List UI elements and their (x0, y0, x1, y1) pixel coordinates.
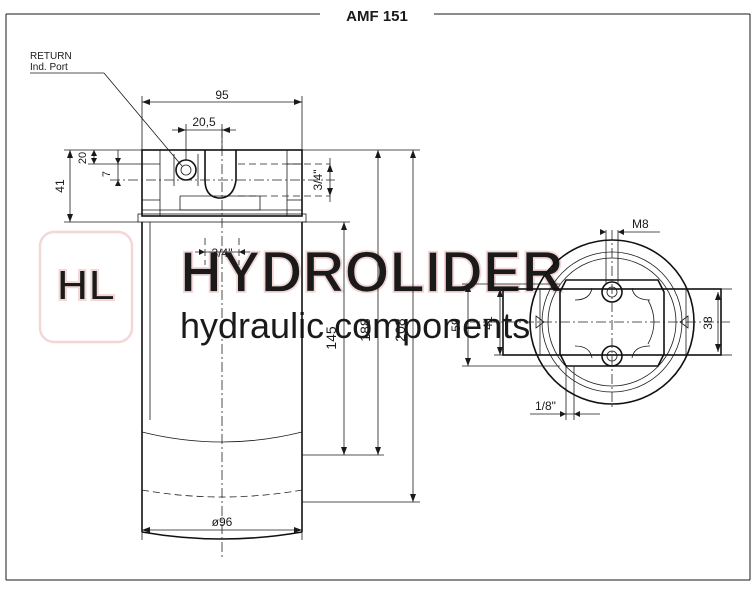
dim-top-view-heights: 59 41 38 (449, 283, 732, 367)
svg-text:3/4": 3/4" (311, 170, 325, 191)
svg-text:188: 188 (357, 318, 373, 342)
svg-text:20: 20 (77, 152, 89, 164)
callout-return: RETURN (30, 51, 72, 62)
svg-text:20,5: 20,5 (192, 115, 216, 129)
svg-text:208: 208 (392, 318, 408, 342)
watermark-brand: HYDROLIDER (180, 240, 563, 305)
watermark-tagline: hydraulic components (180, 305, 530, 346)
svg-text:59: 59 (449, 318, 463, 332)
dim-heights-right: 145 188 208 (302, 149, 420, 503)
dim-bottom-port: 1/8" (530, 366, 600, 420)
return-callout: RETURN Ind. Port (30, 51, 183, 167)
dim-side-port: 3/4" (311, 158, 333, 202)
dim-bolt: M8 (600, 217, 660, 284)
svg-text:3/4": 3/4" (212, 246, 233, 260)
svg-text:95: 95 (215, 88, 229, 102)
dim-left-heights: 41 20 7 (53, 149, 142, 223)
drawing-title: AMF 151 (346, 8, 408, 25)
dim-port-center: 20,5 (172, 115, 236, 160)
svg-text:145: 145 (323, 326, 339, 350)
svg-text:1/8": 1/8" (535, 399, 556, 413)
svg-text:41: 41 (481, 316, 495, 330)
svg-text:41: 41 (53, 179, 67, 193)
svg-text:7: 7 (101, 171, 113, 177)
svg-text:ø96: ø96 (212, 515, 233, 529)
dim-diameter: ø96 (141, 515, 303, 540)
callout-ind-port: Ind. Port (30, 62, 68, 73)
filter-top-view (470, 230, 730, 410)
svg-text:M8: M8 (632, 217, 649, 231)
filter-elevation-view (110, 128, 335, 558)
svg-text:38: 38 (701, 316, 715, 330)
dim-outlet-port: 3/4" (195, 246, 250, 260)
dim-head-width: 95 (141, 88, 303, 150)
svg-text:HL: HL (57, 261, 116, 310)
watermark-logo-icon (38, 230, 134, 344)
drawing-frame (5, 13, 751, 581)
